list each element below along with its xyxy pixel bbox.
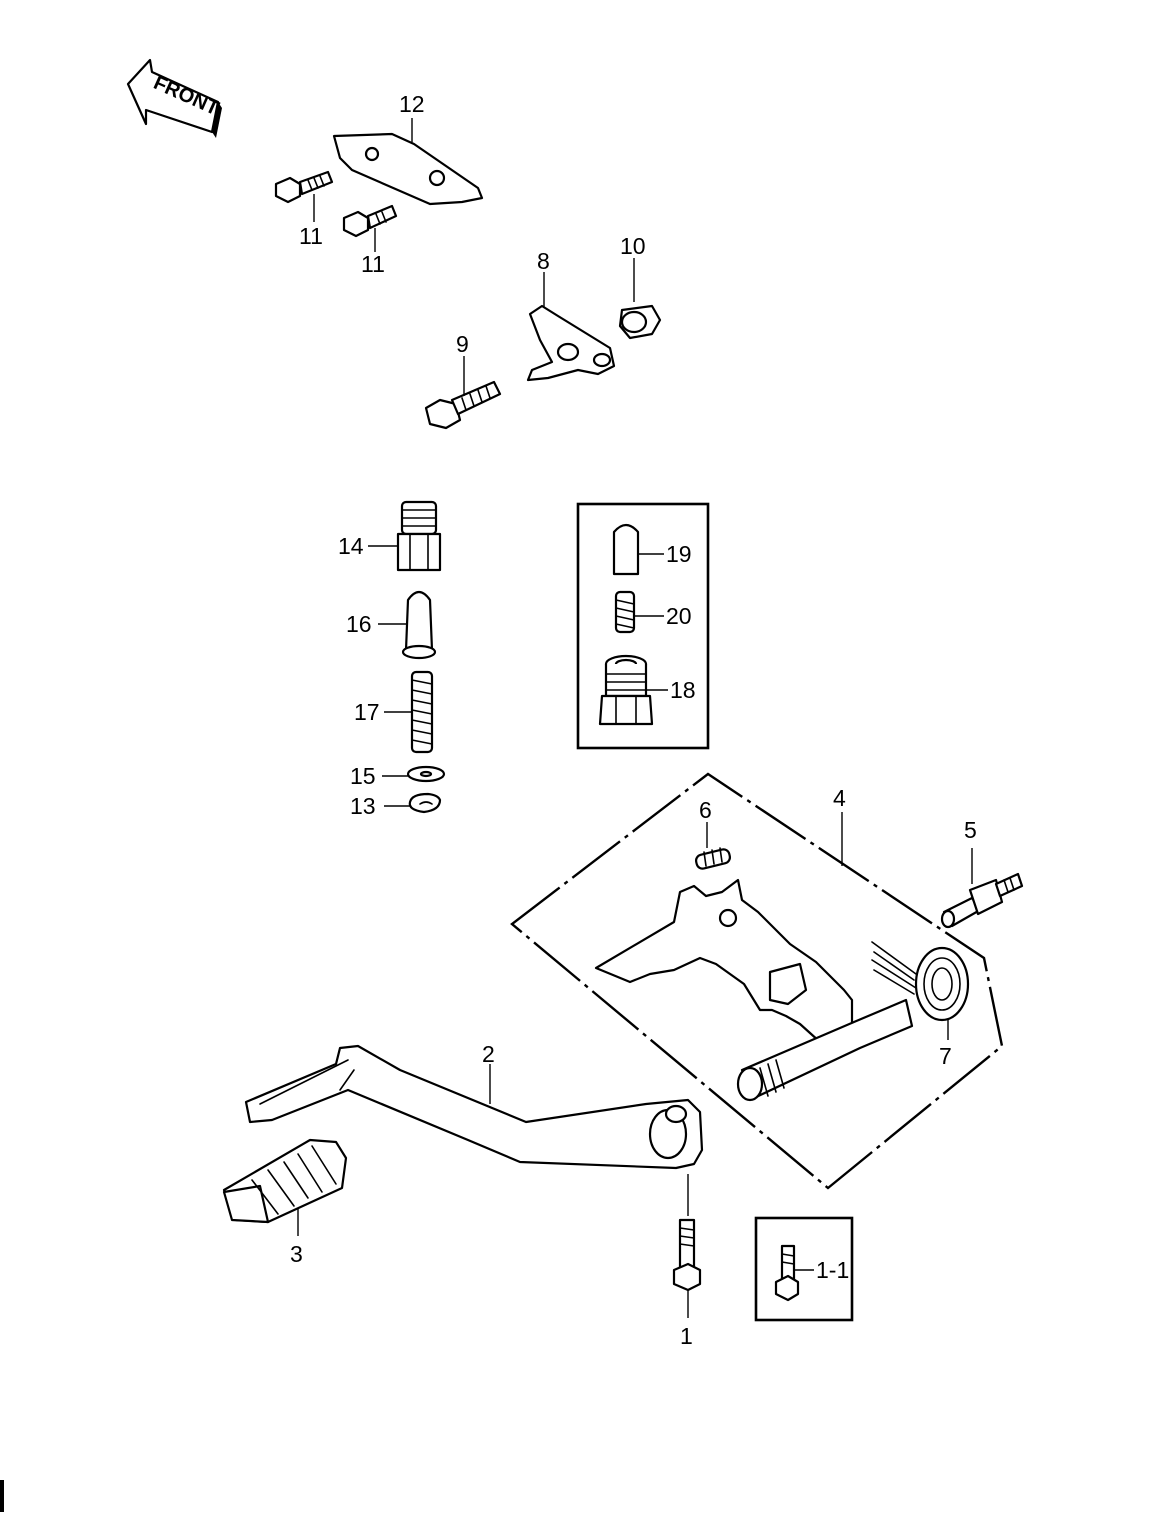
- box-1-1: [754, 1216, 854, 1322]
- part-20-spring: [614, 590, 664, 634]
- callout-17: 17: [354, 699, 380, 725]
- part-2-shift-pedal: [244, 1044, 704, 1170]
- callout-2: 2: [482, 1041, 495, 1067]
- callout-1: 1: [680, 1323, 693, 1349]
- part-6-spring: [694, 822, 732, 870]
- callout-10: 10: [620, 233, 646, 259]
- margin-mark: [0, 1480, 4, 1512]
- part-15-washer: [382, 765, 446, 783]
- callout-15: 15: [350, 763, 376, 789]
- callout-19: 19: [666, 541, 692, 567]
- callout-20: 20: [666, 603, 692, 629]
- part-14-plug: [368, 500, 442, 572]
- callout-7: 7: [939, 1043, 952, 1069]
- assembly-4-outline: [510, 772, 1004, 1190]
- part-13-circlip: [384, 792, 442, 814]
- callout-14: 14: [338, 533, 364, 559]
- part-18-plug: [598, 654, 668, 726]
- callout-9: 9: [456, 331, 469, 357]
- part-19-pin: [612, 523, 664, 576]
- part-11-bolt-b: [342, 204, 398, 252]
- callout-3: 3: [290, 1241, 303, 1267]
- callout-5: 5: [964, 817, 977, 843]
- part-9-bolt: [424, 356, 502, 430]
- part-16-pin: [378, 590, 437, 660]
- front-arrow: FRONT: [126, 58, 222, 138]
- part-10-collar: [618, 258, 662, 340]
- part-11-bolt-a: [274, 170, 334, 222]
- part-17-spring: [384, 670, 434, 754]
- callout-18: 18: [670, 677, 696, 703]
- callout-8: 8: [537, 248, 550, 274]
- callout-16: 16: [346, 611, 372, 637]
- part-1-1-bolt: [774, 1244, 814, 1302]
- callout-6: 6: [699, 797, 712, 823]
- callout-12: 12: [399, 91, 425, 117]
- callout-1-1: 1-1: [816, 1257, 849, 1283]
- callout-11-b: 11: [361, 251, 385, 277]
- part-7-torsion-spring: [871, 941, 970, 1040]
- box-18-20: [576, 502, 710, 750]
- part-8-lever: [526, 272, 616, 382]
- part-4-mechanism: [594, 878, 914, 1102]
- callout-4: 4: [833, 785, 846, 811]
- part-12-plate: [332, 118, 484, 206]
- callout-13: 13: [350, 793, 376, 819]
- part-5-stud: [940, 848, 1024, 929]
- callout-11-a: 11: [299, 223, 323, 249]
- part-3-rubber: [222, 1138, 348, 1236]
- part-1-bolt: [672, 1174, 702, 1318]
